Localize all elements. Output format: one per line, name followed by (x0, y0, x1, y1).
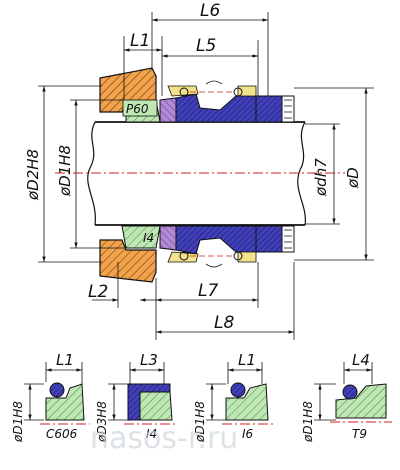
svg-text:L1: L1 (130, 31, 150, 51)
dim-L1: L1 (123, 31, 163, 100)
variant-i4: L3 øD3H8 I4 (95, 351, 176, 443)
variant-i6-caption: I6 (242, 427, 254, 441)
rotating-seal-top (159, 85, 295, 123)
dim-L8: L8 (156, 262, 295, 340)
spring-top (205, 80, 223, 85)
p60-label-box (122, 99, 158, 117)
dim-L2: L2 (88, 262, 157, 340)
variant-i6-dia: øD1H8 (193, 401, 207, 443)
watermark: nasos-r.ru (90, 421, 238, 456)
dim-dh7: ødh7 (305, 123, 340, 225)
main-assembly: P60 I4 L6 (24, 1, 374, 340)
variant-i6-dim: L1 (238, 351, 256, 369)
variant-t9-caption: T9 (352, 427, 367, 441)
variant-i6: L1 øD1H8 I6 (193, 351, 274, 443)
dim-D: øD (294, 87, 374, 261)
variant-c606: L1 øD1H8 С606 (11, 351, 90, 443)
variant-t9-dia: øD1H8 (301, 401, 315, 443)
svg-text:øD1H8: øD1H8 (56, 145, 74, 197)
dim-L6: L6 (151, 1, 269, 96)
i4-label: I4 (143, 231, 154, 245)
dim-D1H8: øD1H8 (56, 99, 124, 249)
dim-L7: L7 (156, 262, 259, 308)
svg-text:øD: øD (344, 167, 362, 189)
seat-ring-bottom (99, 225, 161, 283)
variant-i4-caption: I4 (146, 427, 157, 441)
svg-text:L6: L6 (200, 1, 220, 21)
dim-L5: L5 (162, 36, 259, 96)
svg-text:L5: L5 (196, 36, 216, 56)
variant-t9-dim: L4 (352, 351, 370, 369)
rotating-seal-bottom (159, 225, 295, 263)
variant-i4-dim: L3 (140, 351, 158, 369)
variant-c606-dia: øD1H8 (11, 401, 25, 443)
variant-c606-caption: С606 (46, 427, 78, 441)
svg-text:øD2H8: øD2H8 (24, 149, 42, 201)
svg-text:L8: L8 (214, 313, 234, 333)
variant-c606-dim: L1 (56, 351, 74, 369)
shaft (87, 121, 306, 226)
variant-t9: L4 øD1H8 T9 (301, 351, 392, 443)
dim-D2H8: øD2H8 (24, 85, 102, 263)
svg-text:L7: L7 (198, 281, 218, 301)
p60-label: P60 (126, 102, 149, 116)
svg-text:ødh7: ødh7 (312, 158, 330, 197)
spring-bottom (205, 263, 223, 268)
variant-i4-dia: øD3H8 (95, 401, 109, 443)
svg-text:L2: L2 (88, 282, 108, 302)
